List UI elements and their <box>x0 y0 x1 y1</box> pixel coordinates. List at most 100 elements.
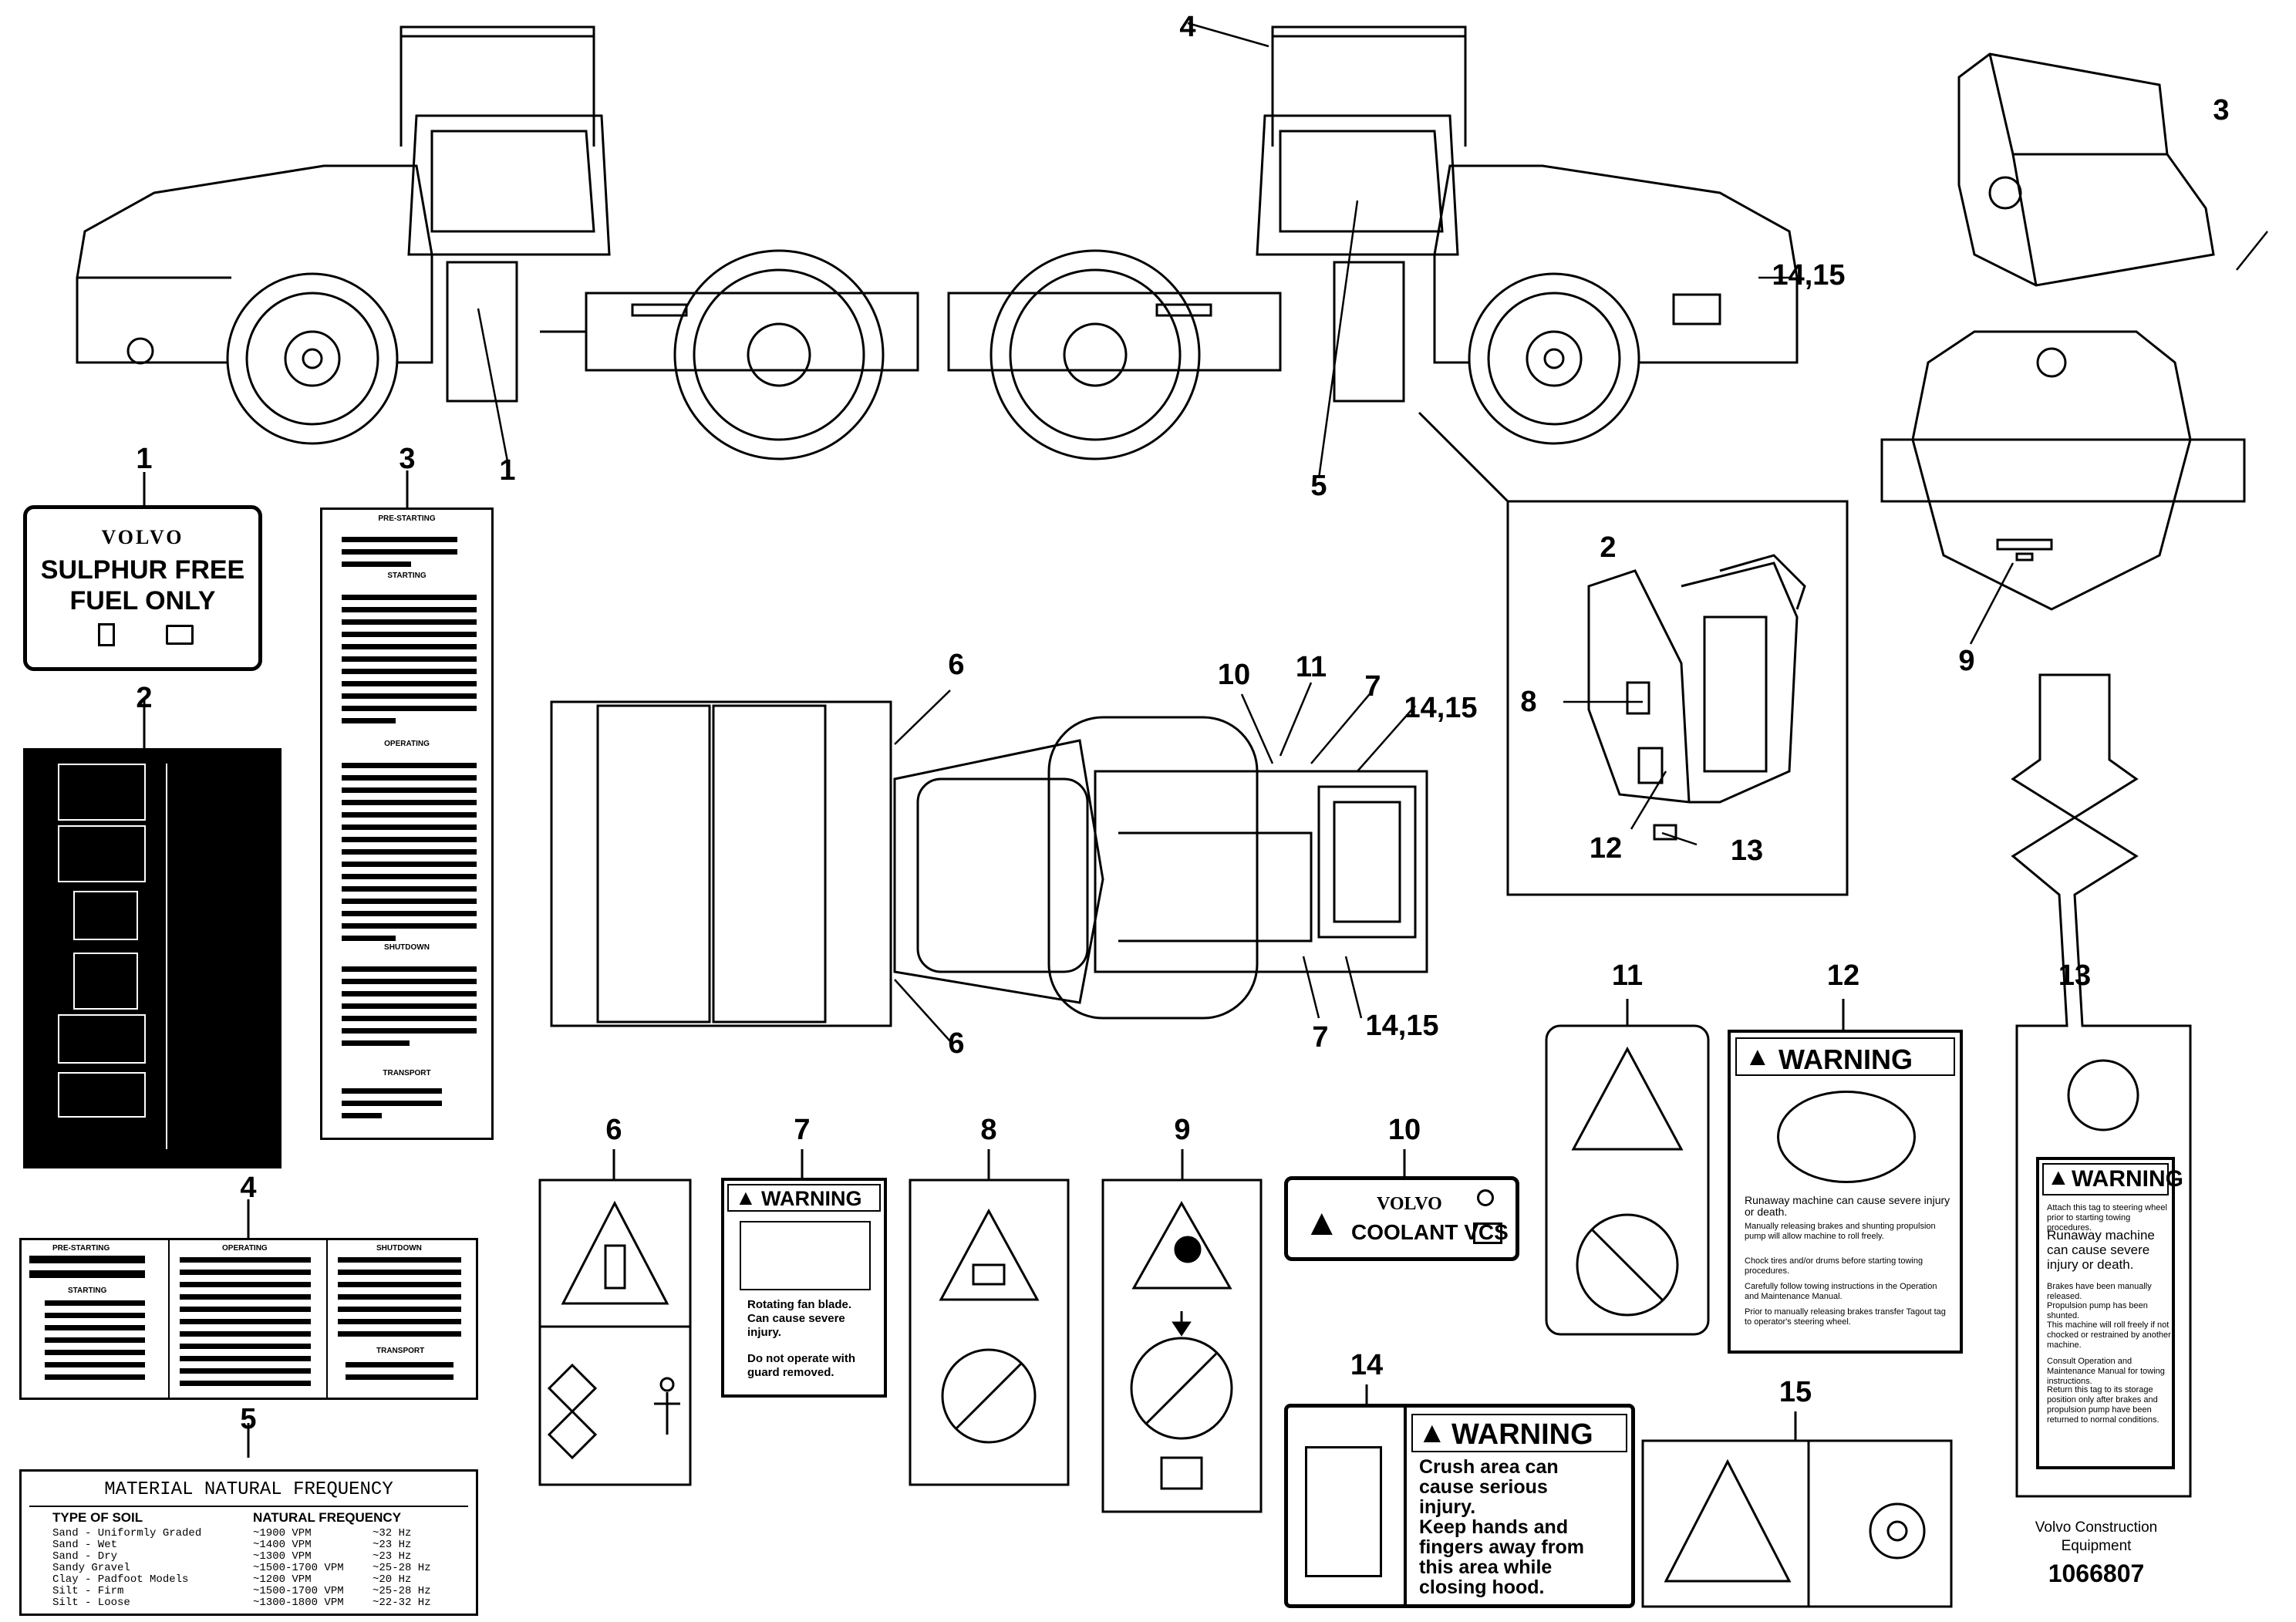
fuse-block-2 <box>58 825 146 882</box>
decal-4-starting: STARTING <box>68 1286 107 1295</box>
decal-14-l4: Keep hands and <box>1419 1516 1569 1538</box>
decal-12-p4: Carefully follow towing instructions in … <box>1745 1282 1937 1301</box>
freq-cell: ~32 Hz <box>373 1527 412 1539</box>
callout-6-plan-b: 6 <box>948 1027 965 1060</box>
manual-book-icon <box>1473 1222 1502 1244</box>
decal-3-operating: OPERATING <box>384 740 430 748</box>
decal-10-warning-icon: ▲ <box>1303 1202 1340 1243</box>
decal-1-line2: FUEL ONLY <box>69 586 216 615</box>
decal-3-starting: STARTING <box>387 572 426 580</box>
decal-8-pictogram <box>909 1179 1070 1486</box>
freq-cell: ~25-28 Hz <box>373 1562 431 1574</box>
decal-3-shutdown: SHUTDOWN <box>384 943 430 952</box>
freq-cell: ~1500-1700 VPM <box>253 1562 344 1574</box>
decal-4-transport: TRANSPORT <box>376 1347 425 1355</box>
decal-7-fan-warning: ▲ WARNING Rotating fan blade. Can cause … <box>721 1178 887 1398</box>
relay-block-4 <box>58 1072 146 1118</box>
decal-12-towing-warning: ▲ WARNING Runaway machine can cause seve… <box>1728 1030 1963 1354</box>
callout-12-inset: 12 <box>1589 832 1623 865</box>
freq-cell: ~25-28 Hz <box>373 1585 431 1597</box>
callout-5-top: 5 <box>1310 470 1327 502</box>
callout-decal-1: 1 <box>136 443 153 475</box>
relay-block-3 <box>58 1014 146 1064</box>
decal-10-coolant-vcs: ▲ VOLVO COOLANT VCS <box>1284 1176 1519 1261</box>
machine-plan-view <box>550 700 1428 1027</box>
freq-cell: ~20 Hz <box>373 1573 412 1586</box>
decal-13-p1: Attach this tag to steering wheel prior … <box>2047 1203 2167 1233</box>
callout-decal-3: 3 <box>399 443 416 475</box>
decal-7-warning-triangle-icon: ▲ <box>735 1185 757 1209</box>
runaway-drum-icon <box>1777 1091 1916 1183</box>
callout-14-15-plan-b: 14,15 <box>1365 1010 1439 1042</box>
callout-decal-9: 9 <box>1174 1114 1191 1146</box>
decal-3-transport: TRANSPORT <box>383 1069 431 1077</box>
freq-cell: ~1900 VPM <box>253 1527 312 1539</box>
rotating-fan-icon <box>740 1221 871 1290</box>
decal-3-operating-instructions: PRE-STARTING STARTING OPERATING SHUTDOWN… <box>320 508 494 1140</box>
callout-decal-10: 10 <box>1387 1114 1421 1146</box>
callout-decal-13: 13 <box>2058 959 2092 992</box>
decal-1-line1: SULPHUR FREE <box>40 555 245 585</box>
machine-side-view-right <box>947 25 1799 460</box>
footer-company-line2: Equipment <box>2061 1538 2132 1554</box>
decal-5-title: MATERIAL NATURAL FREQUENCY <box>104 1479 393 1500</box>
callout-decal-6: 6 <box>605 1114 622 1146</box>
relay-block-2 <box>73 953 138 1010</box>
freq-cell: Sand - Dry <box>52 1550 118 1563</box>
decal-12-header: WARNING <box>1778 1044 1913 1075</box>
decal-13-header: WARNING <box>2072 1166 2183 1192</box>
callout-decal-7: 7 <box>794 1114 811 1146</box>
coolant-reservoir-icon <box>1477 1189 1494 1206</box>
freq-cell: ~1500-1700 VPM <box>253 1585 344 1597</box>
decal-13-p3: Brakes have been manually released. <box>2047 1282 2152 1301</box>
decal-14-l7: closing hood. <box>1419 1576 1545 1598</box>
decal-14-l6: this area while <box>1419 1556 1553 1578</box>
decal-10-brand: VOLVO <box>1377 1194 1442 1214</box>
decal-14-l1: Crush area can <box>1419 1456 1559 1478</box>
callout-4-top: 4 <box>1179 11 1196 43</box>
leader-lines <box>477 22 2268 1042</box>
decal-7-text1: Rotating fan blade. <box>747 1298 851 1311</box>
callout-11-plan: 11 <box>1295 651 1327 683</box>
freq-cell: ~22-32 Hz <box>373 1597 431 1609</box>
freq-cell: Silt - Loose <box>52 1597 130 1609</box>
callout-decal-15: 15 <box>1778 1376 1812 1408</box>
footer-part-number: 1066807 <box>2048 1560 2145 1587</box>
callout-3-top: 3 <box>2213 94 2230 126</box>
decal-7-text4: Do not operate with <box>747 1352 855 1365</box>
callout-decal-4: 4 <box>240 1172 257 1204</box>
inset-leader <box>1418 411 1509 503</box>
freq-cell: ~1200 VPM <box>253 1573 312 1586</box>
machine-side-view-left <box>76 25 919 460</box>
engine-bay-inset <box>1587 554 1806 841</box>
inset-frame <box>1506 500 1849 896</box>
decal-4-shutdown: SHUTDOWN <box>376 1244 422 1253</box>
decal-4-operating-instructions: PRE-STARTING OPERATING SHUTDOWN STARTING… <box>19 1238 478 1400</box>
decal-2-fuse-relay-chart <box>23 748 282 1168</box>
callout-8-inset: 8 <box>1520 686 1537 718</box>
freq-cell: ~1300 VPM <box>253 1550 312 1563</box>
freq-cell: ~1300-1800 VPM <box>253 1597 344 1609</box>
callout-14-15-top: 14,15 <box>1772 259 1846 292</box>
decal-13-p2: Runaway machine can cause severe injury … <box>2047 1228 2155 1272</box>
machine-front-view <box>1880 330 2246 611</box>
callout-7-plan-b: 7 <box>1312 1021 1329 1054</box>
footer-company-line1: Volvo Construction <box>2035 1519 2158 1536</box>
decal-14-l5: fingers away from <box>1419 1536 1584 1558</box>
fuse-legend <box>166 764 271 1149</box>
freq-cell: Sand - Uniformly Graded <box>52 1527 202 1539</box>
freq-cell: Sand - Wet <box>52 1539 118 1551</box>
decal-13-tagout-warning: ▲ WARNING Attach this tag to steering wh… <box>2036 1157 2183 1469</box>
relay-block-1 <box>73 891 138 940</box>
decal-7-header: WARNING <box>761 1187 862 1210</box>
manual-book-icon <box>166 625 194 645</box>
cab-rear-view <box>1957 52 2215 287</box>
decal-12-p5: Prior to manually releasing brakes trans… <box>1745 1307 1946 1327</box>
freq-cell: ~23 Hz <box>373 1539 412 1551</box>
callout-6-plan-a: 6 <box>948 649 965 681</box>
callout-7-plan-a: 7 <box>1364 670 1381 703</box>
callout-decal-2: 2 <box>136 682 153 714</box>
decal-7-text5: guard removed. <box>747 1366 834 1379</box>
decal-7-text3: injury. <box>747 1326 781 1339</box>
callout-10-plan: 10 <box>1217 659 1251 691</box>
